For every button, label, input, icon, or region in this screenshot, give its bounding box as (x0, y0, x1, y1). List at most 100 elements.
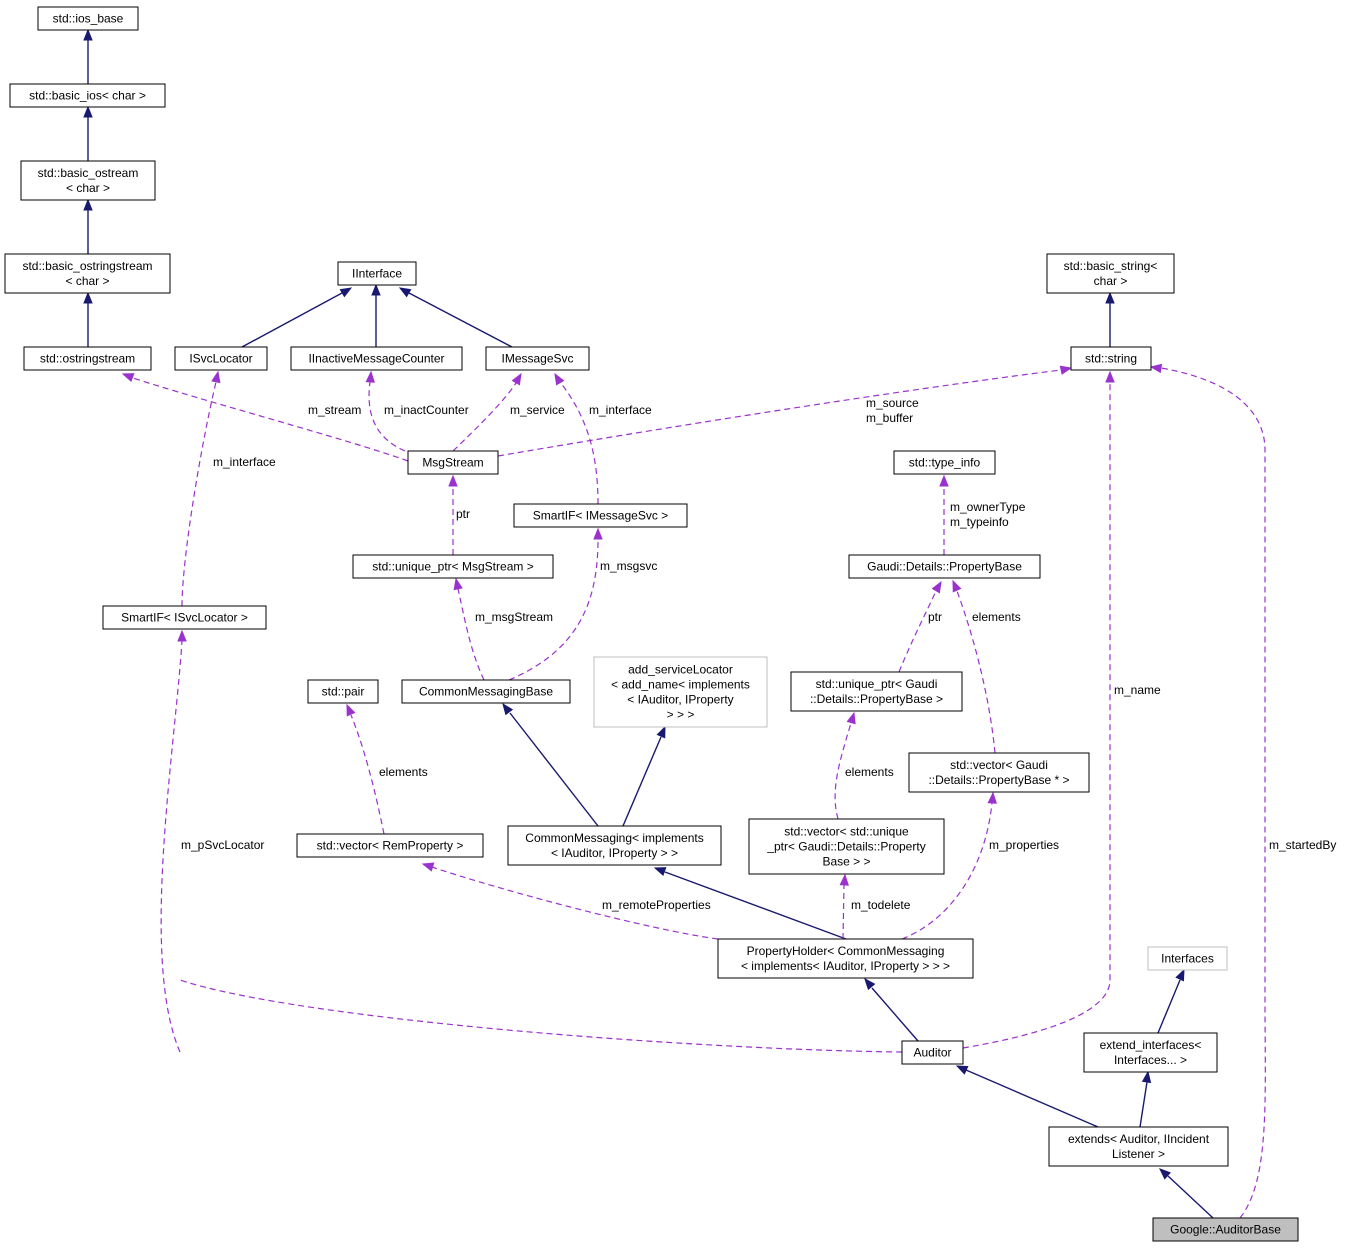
inheritance-arrowhead (1159, 1168, 1171, 1180)
node-ostringstream[interactable]: std::ostringstream (23, 346, 152, 371)
node-add-servicelocator[interactable]: add_serviceLocator< add_name< implements… (593, 656, 768, 728)
node-label: std::string (1085, 352, 1137, 366)
edge-label: elements (845, 765, 894, 779)
node-std-pair[interactable]: std::pair (307, 679, 379, 704)
node-auditorbase[interactable]: Google::AuditorBase (1152, 1217, 1299, 1242)
node-label: ::Details::PropertyBase > (810, 692, 943, 706)
node-label: std::vector< Gaudi (950, 758, 1048, 772)
node-unique-ptr-propertybase[interactable]: std::unique_ptr< Gaudi::Details::Propert… (790, 671, 963, 712)
node-commonmessaging[interactable]: CommonMessaging< implements< IAuditor, I… (507, 825, 722, 866)
node-label: CommonMessagingBase (419, 685, 553, 699)
usage-arrowhead (939, 474, 949, 487)
node-smartif-isvclocator[interactable]: SmartIF< ISvcLocator > (102, 605, 267, 630)
node-label: extends< Auditor, IIncident (1068, 1132, 1210, 1146)
node-interfaces[interactable]: Interfaces (1147, 946, 1228, 971)
node-label: IMessageSvc (501, 352, 573, 366)
usage-edge (559, 381, 599, 505)
node-label: std::basic_string< (1064, 259, 1158, 273)
node-imessagesvc[interactable]: IMessageSvc (485, 346, 590, 371)
edge-label: m_msgStream (475, 610, 553, 624)
node-basic-ios[interactable]: std::basic_ios< char > (9, 83, 166, 108)
inheritance-edge (965, 1069, 1099, 1128)
usage-arrowhead (448, 474, 458, 487)
node-unique-ptr-msgstream[interactable]: std::unique_ptr< MsgStream > (352, 554, 554, 579)
usage-edge (181, 381, 217, 607)
inheritance-arrowhead (83, 291, 93, 304)
node-msgstream[interactable]: MsgStream (407, 450, 499, 475)
inheritance-edge (408, 292, 513, 348)
usage-arrowhead (593, 527, 603, 540)
node-basic-string[interactable]: std::basic_string<char > (1046, 253, 1175, 294)
inheritance-edge (871, 987, 919, 1042)
node-vector-propertybase-ptr[interactable]: std::vector< Gaudi::Details::PropertyBas… (908, 752, 1090, 793)
node-label: std::ostringstream (40, 352, 135, 366)
usage-edge (508, 538, 599, 681)
edge-label: m_buffer (866, 411, 913, 425)
inheritance-arrowhead (653, 867, 667, 876)
edge-label: m_ownerType (950, 500, 1026, 514)
node-box (296, 833, 484, 858)
node-label: Base > > (822, 855, 870, 869)
node-label: extend_interfaces< (1100, 1038, 1202, 1052)
usage-edge (368, 381, 406, 452)
node-vector-unique-ptr[interactable]: std::vector< std::unique_ptr< Gaudi::Det… (748, 818, 945, 875)
node-box (901, 1040, 964, 1065)
inheritance-edge (622, 736, 662, 827)
usage-arrowhead (554, 372, 565, 386)
usage-edge (842, 884, 845, 940)
edge-label: m_remoteProperties (602, 898, 711, 912)
inheritance-arrowhead (83, 198, 93, 211)
node-label: < add_name< implements (611, 678, 750, 692)
node-type-info[interactable]: std::type_info (893, 450, 996, 475)
edge-label: m_todelete (851, 898, 911, 912)
node-label: ISvcLocator (189, 352, 252, 366)
node-box (407, 450, 499, 475)
node-box (908, 752, 1090, 793)
node-label: std::unique_ptr< Gaudi (816, 677, 938, 691)
inheritance-arrowhead (398, 287, 412, 298)
node-label: < IAuditor, IProperty (627, 693, 733, 707)
node-label: std::pair (322, 685, 365, 699)
inheritance-arrowhead (864, 977, 876, 991)
node-iinactivemessagecounter[interactable]: IInactiveMessageCounter (290, 346, 463, 371)
node-iinterface[interactable]: IInterface (337, 261, 417, 286)
usage-edge (497, 369, 1062, 457)
node-box (790, 671, 963, 712)
node-commonmessagingbase[interactable]: CommonMessagingBase (401, 679, 571, 704)
node-label: std::ios_base (53, 12, 124, 26)
node-box (513, 503, 688, 528)
usage-edge (962, 382, 1111, 1049)
inheritance-edge (1139, 1081, 1148, 1128)
node-label: Auditor (913, 1046, 951, 1060)
node-isvclocator[interactable]: ISvcLocator (174, 346, 268, 371)
node-propertyholder[interactable]: PropertyHolder< CommonMessaging< impleme… (717, 938, 974, 979)
inheritance-arrowhead (83, 28, 93, 41)
node-basic-ostream[interactable]: std::basic_ostream< char > (20, 160, 156, 201)
node-string[interactable]: std::string (1070, 346, 1152, 371)
usage-arrowhead (1149, 363, 1163, 374)
node-box (1070, 346, 1152, 371)
node-auditor[interactable]: Auditor (901, 1040, 964, 1065)
node-smartif-imessagesvc[interactable]: SmartIF< IMessageSvc > (513, 503, 688, 528)
node-vector-remproperty[interactable]: std::vector< RemProperty > (296, 833, 484, 858)
node-extend-interfaces[interactable]: extend_interfaces<Interfaces... > (1083, 1032, 1218, 1073)
usage-arrowhead (1059, 365, 1073, 375)
node-label: PropertyHolder< CommonMessaging (747, 944, 945, 958)
node-label: Interfaces... > (1114, 1053, 1187, 1067)
node-propertybase[interactable]: Gaudi::Details::PropertyBase (848, 554, 1041, 579)
usage-arrowhead (121, 373, 135, 382)
node-label: < IAuditor, IProperty > > (551, 846, 678, 860)
usage-arrowhead (987, 791, 997, 804)
node-box (893, 450, 996, 475)
edge-label: m_stream (308, 403, 361, 417)
inheritance-edge (1157, 979, 1181, 1034)
node-basic-ostringstream[interactable]: std::basic_ostringstream< char > (4, 253, 171, 294)
usage-edge (132, 377, 409, 462)
node-ios-base[interactable]: std::ios_base (37, 6, 139, 31)
node-label: Gaudi::Details::PropertyBase (867, 560, 1022, 574)
node-box (337, 261, 417, 286)
edge-label: m_service (510, 403, 565, 417)
node-box (485, 346, 590, 371)
